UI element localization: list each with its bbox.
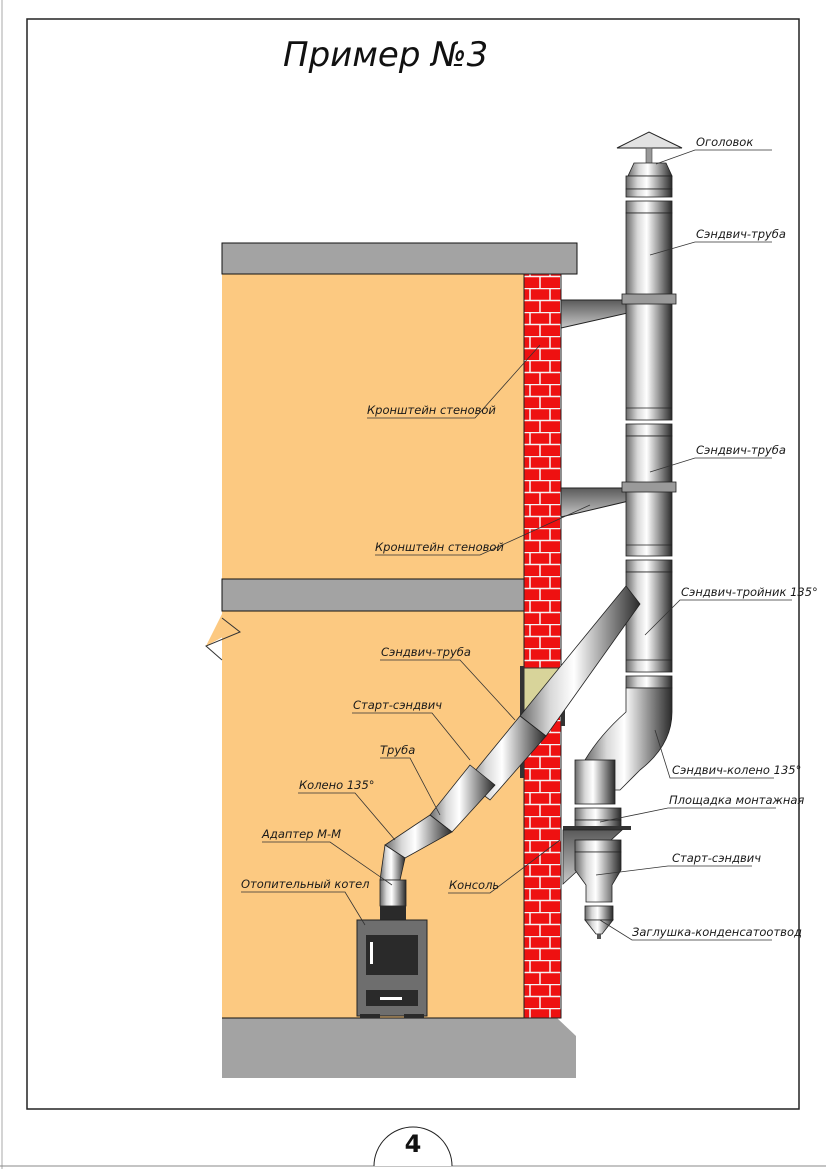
page-title: Пример №3 [283,35,488,75]
mounting-platform [563,826,631,830]
boiler [356,906,428,1018]
label-boiler: Отопительный котел [241,877,370,891]
vertical-chimney [562,131,683,939]
page-number-badge [373,1126,453,1167]
break-mark [206,614,232,664]
break-line [205,617,241,661]
roof-slab [221,242,578,275]
label-wall-bracket-lower: Кронштейн стеновой [375,540,504,554]
clamp-lower [621,481,677,493]
label-console: Консоль [449,878,499,892]
room-wall-area [222,274,524,1018]
label-sandwich-pipe-mid: Сэндвич-труба [696,443,786,457]
diagonal-pipe [379,585,641,907]
label-start-sandwich-bottom: Старт-сэндвич [672,851,761,865]
label-pipe: Труба [380,743,415,757]
floor-slab [221,578,525,612]
label-mounting-platform: Площадка монтажная [669,793,804,807]
cap-cone [616,131,683,149]
label-start-sandwich-diag: Старт-сэндвич [353,698,442,712]
tee-body [625,571,673,673]
label-adapter: Адаптер М-М [261,827,341,841]
adapter-mm [379,879,407,907]
label-condensate-cap: Заглушка-конденсатоотвод [632,925,802,939]
label-elbow-135: Колено 135° [299,778,375,792]
brick-wall [523,273,562,1019]
label-sandwich-tee: Сэндвич-тройник 135° [681,585,818,599]
label-sandwich-pipe-diag: Сэндвич-труба [381,645,471,659]
label-sandwich-pipe-top: Сэндвич-труба [696,227,786,241]
label-wall-bracket-upper: Кронштейн стеновой [367,403,496,417]
clamp-upper [621,293,677,305]
label-cap: Оголовок [696,135,753,149]
page-number: 4 [405,1130,422,1158]
ground-slab [222,1018,576,1078]
drawing-frame [26,18,800,1110]
leader-lines [241,149,792,941]
label-sandwich-elbow: Сэндвич-колено 135° [672,763,801,777]
